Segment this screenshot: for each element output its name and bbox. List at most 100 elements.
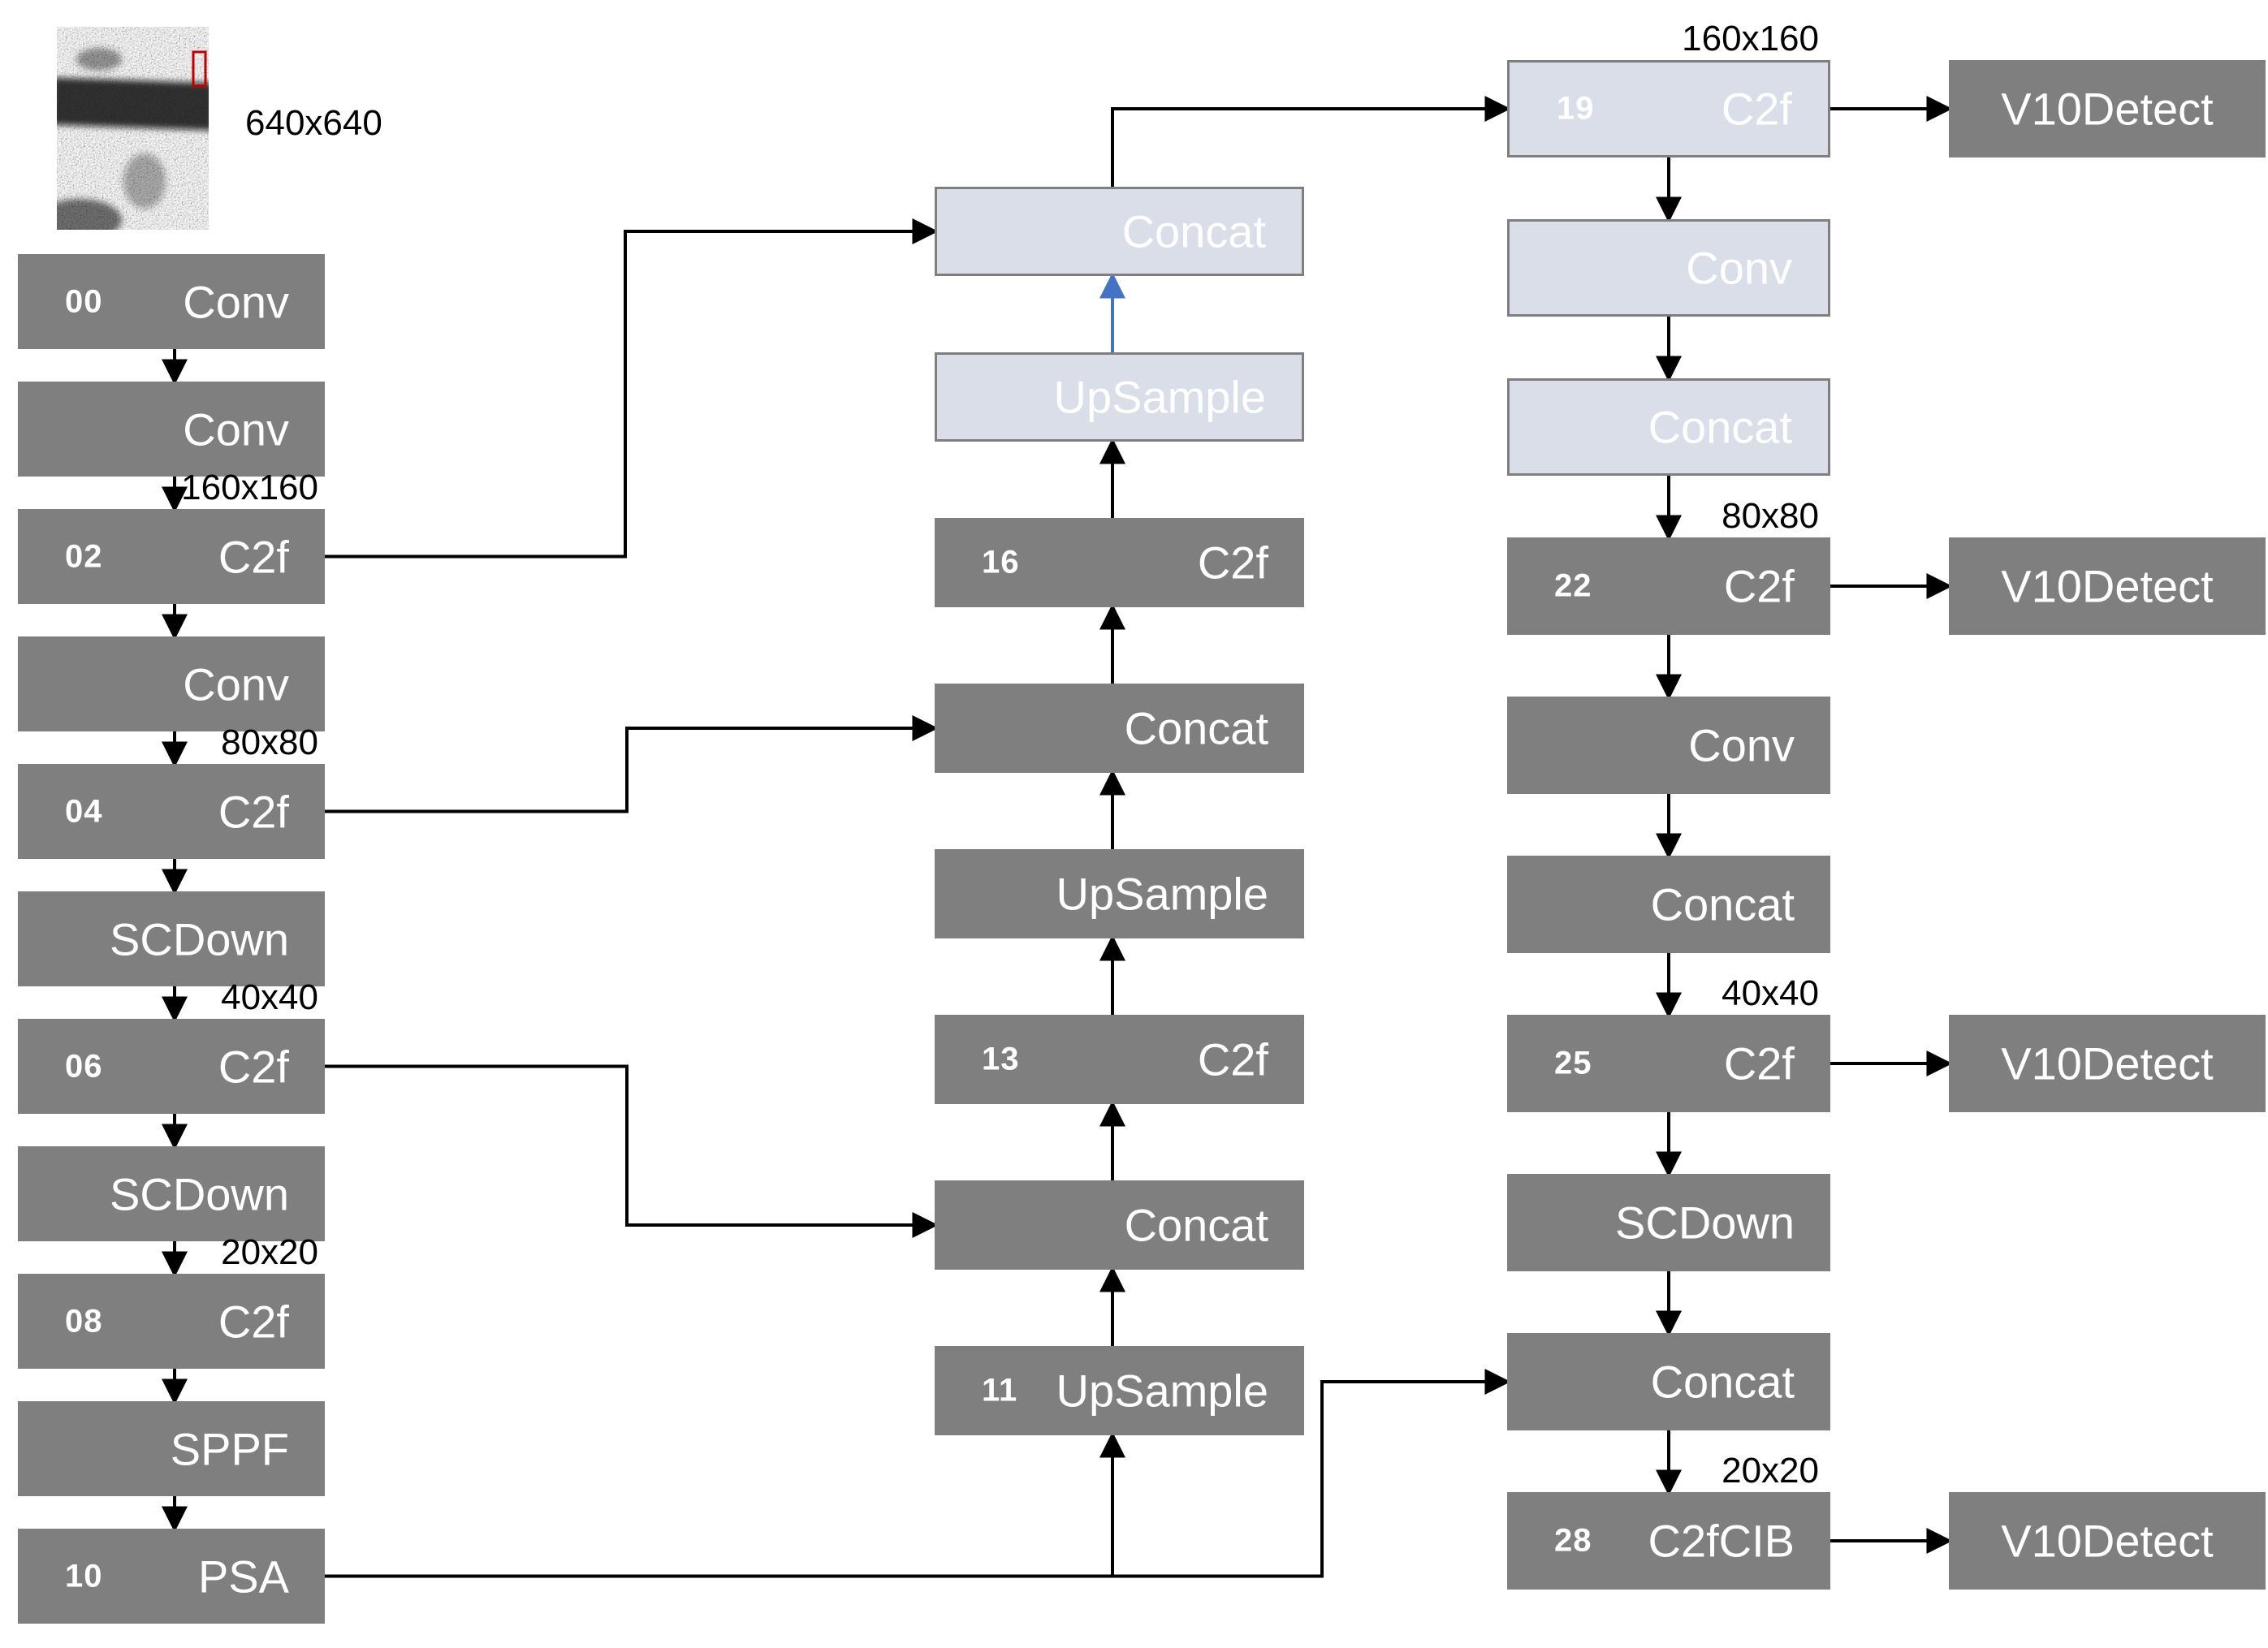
node-label: C2f [1197,1033,1268,1085]
node-label: C2fCIB [1648,1515,1795,1567]
node-index-badge: 00 [65,283,103,319]
thumbnail-red-annotation-box [192,50,207,88]
node-label: SCDown [1615,1197,1795,1249]
node-label: Concat [1650,878,1795,930]
node-label: Concat [1648,401,1792,453]
edge-skip-neck-0-to-head-0 [1111,96,1511,187]
node-label: Conv [183,403,289,455]
node-label: Concat [1121,205,1266,257]
node-label: V10Detect [2001,83,2214,135]
node-label: UpSample [1056,1365,1268,1417]
dim-label-head-40x40: 40x40 [1722,973,1819,1013]
node-index-badge: 16 [982,544,1020,580]
edge-skip-backbone-10-to-head-8 [325,1369,1511,1578]
node-label: V10Detect [2001,1515,2214,1567]
node-backbone-07-scdown: SCDown [18,1146,325,1241]
node-index-badge: 22 [1554,567,1592,604]
dim-label-backbone-160x160: 160x160 [181,468,318,507]
node-detect-2-v10detect: V10Detect [1949,1015,2266,1112]
node-label: SCDown [110,913,289,964]
node-index-badge: 11 [982,1372,1018,1409]
node-neck-0-concat: Concat [935,187,1304,276]
node-neck-6-concat: Concat [935,1180,1304,1270]
node-head-2-concat: Concat [1507,378,1830,476]
edge-skip-backbone-02-to-neck-0 [325,218,939,559]
node-index-badge: 08 [65,1303,103,1339]
node-label: Concat [1124,702,1268,754]
node-label: C2f [218,786,289,837]
node-detect-3-v10detect: V10Detect [1949,1492,2266,1590]
edge-skip-backbone-04-to-neck-3 [325,715,939,813]
node-detect-0-v10detect: V10Detect [1949,60,2266,157]
node-label: Concat [1124,1199,1268,1251]
node-neck-5-c2f: 13 C2f [935,1015,1304,1104]
node-index-badge: 25 [1554,1045,1592,1081]
node-label: C2f [1723,1038,1795,1089]
node-index-badge: 02 [65,538,103,574]
input-size-label: 640x640 [245,103,382,143]
node-backbone-04-c2f: 04 C2f [18,764,325,859]
node-backbone-00-conv: 00 Conv [18,254,325,349]
node-label: Conv [1688,719,1795,771]
node-neck-3-concat: Concat [935,684,1304,773]
node-neck-7-upsample: 11 UpSample [935,1346,1304,1435]
node-backbone-10-psa: 10 PSA [18,1529,325,1624]
edge-skip-backbone-06-to-neck-6 [325,1064,939,1238]
node-label: C2f [1723,560,1795,612]
node-label: C2f [218,1296,289,1347]
node-backbone-09-sppf: SPPF [18,1401,325,1496]
input-image-thumbnail [57,27,209,230]
thumbnail-dark-blob [123,153,166,209]
thumbnail-dark-blob [76,48,122,71]
node-index-badge: 13 [982,1041,1020,1077]
node-neck-2-c2f: 16 C2f [935,518,1304,607]
node-head-9-c2fcib: 28 C2fCIB [1507,1492,1830,1590]
dim-label-backbone-80x80: 80x80 [221,723,318,762]
node-backbone-03-conv: Conv [18,636,325,731]
node-label: SPPF [170,1423,289,1474]
thumbnail-dark-band [57,77,209,131]
dim-label-head-20x20: 20x20 [1722,1451,1819,1491]
node-index-badge: 28 [1554,1522,1592,1559]
node-neck-4-upsample: UpSample [935,849,1304,938]
node-head-7-scdown: SCDown [1507,1174,1830,1271]
node-head-0-c2f: 19 C2f [1507,60,1830,157]
thumbnail-dark-blob [57,199,122,230]
node-label: Concat [1650,1356,1795,1408]
dim-label-backbone-40x40: 40x40 [221,977,318,1017]
node-head-5-concat: Concat [1507,856,1830,953]
node-label: UpSample [1056,868,1268,920]
node-label: UpSample [1053,371,1266,423]
node-label: Conv [183,658,289,710]
node-backbone-01-conv: Conv [18,382,325,477]
node-head-8-concat: Concat [1507,1333,1830,1430]
node-label: C2f [1721,83,1792,135]
node-index-badge: 06 [65,1048,103,1084]
node-label: C2f [1197,537,1268,589]
node-head-1-conv: Conv [1507,219,1830,317]
dim-label-head-80x80: 80x80 [1722,496,1819,536]
node-label: SCDown [110,1168,289,1219]
node-head-6-c2f: 25 C2f [1507,1015,1830,1112]
dim-label-head-160x160: 160x160 [1682,19,1819,58]
node-index-badge: 10 [65,1558,103,1594]
node-label: Conv [1686,242,1792,294]
node-neck-1-upsample: UpSample [935,352,1304,442]
node-head-4-conv: Conv [1507,697,1830,794]
node-backbone-08-c2f: 08 C2f [18,1274,325,1369]
node-label: C2f [218,1041,289,1092]
node-label: PSA [197,1551,289,1602]
node-label: V10Detect [2001,1038,2214,1089]
node-backbone-06-c2f: 06 C2f [18,1019,325,1114]
node-index-badge: 04 [65,793,103,829]
node-detect-1-v10detect: V10Detect [1949,537,2266,635]
node-label: V10Detect [2001,560,2214,612]
node-head-3-c2f: 22 C2f [1507,537,1830,635]
node-label: Conv [183,276,289,327]
dim-label-backbone-20x20: 20x20 [221,1232,318,1272]
node-backbone-05-scdown: SCDown [18,891,325,986]
node-index-badge: 19 [1557,90,1595,127]
